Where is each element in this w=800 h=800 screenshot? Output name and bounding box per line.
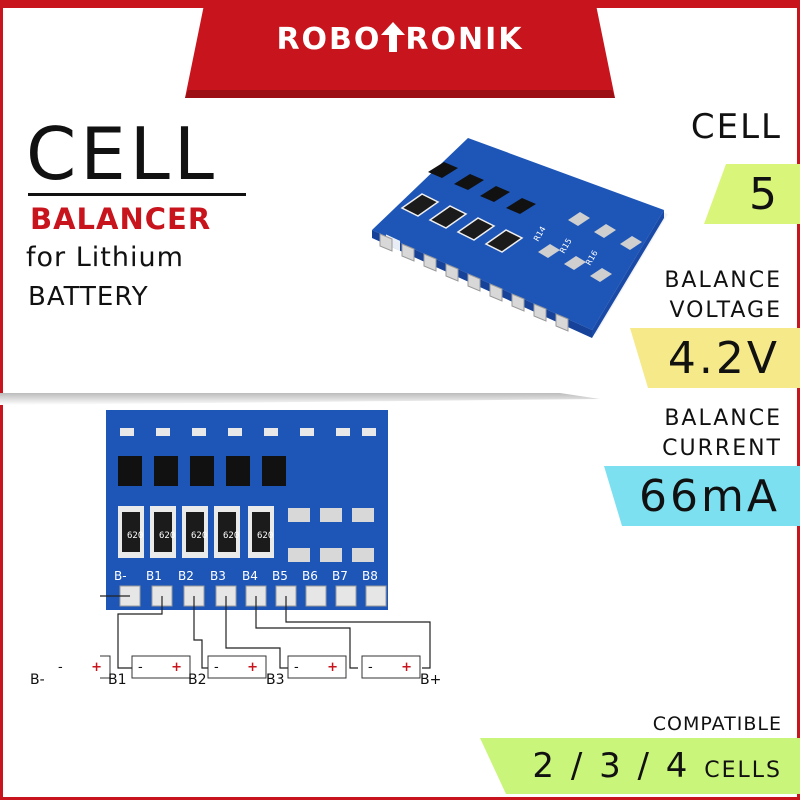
spec-cell-label: CELL bbox=[690, 107, 782, 147]
compatible-value: 2 / 3 / 4 CELLS bbox=[532, 746, 782, 786]
spec-voltage-label: BALANCE VOLTAGE bbox=[664, 266, 782, 326]
brand-left-text: ROBO bbox=[276, 22, 382, 57]
pad-label-b4: B4 bbox=[242, 569, 258, 583]
brand-banner: ROBO RONIK bbox=[0, 0, 800, 100]
resistor-code-4: 620 bbox=[223, 531, 239, 541]
pad-label-b3: B3 bbox=[210, 569, 226, 583]
spec-voltage-label-line2: VOLTAGE bbox=[669, 298, 782, 323]
pad-label-b2: B2 bbox=[178, 569, 194, 583]
compatible-cells-count: 2 / 3 / 4 bbox=[532, 746, 691, 786]
spec-cell-value: 5 bbox=[749, 169, 780, 220]
compatible-label: COMPATIBLE bbox=[652, 713, 782, 735]
pad-label-b6: B6 bbox=[302, 569, 318, 583]
pad-label-b7: B7 bbox=[332, 569, 348, 583]
spec-current-label: BALANCE CURRENT bbox=[662, 404, 782, 464]
pad-label-bminus: B- bbox=[114, 569, 127, 583]
title-underline bbox=[28, 193, 246, 196]
title-main: CELL bbox=[26, 112, 218, 196]
compatible-unit: CELLS bbox=[704, 758, 782, 783]
title-balancer: BALANCER bbox=[30, 202, 212, 236]
resistor-code-1: 620 bbox=[127, 531, 143, 541]
board-photo-top: R14 R15 R16 bbox=[372, 138, 668, 338]
title-battery: BATTERY bbox=[28, 282, 149, 312]
spec-voltage-label-line1: BALANCE bbox=[664, 268, 782, 293]
title-for-lithium: for Lithium bbox=[26, 242, 184, 273]
spec-voltage-box: 4.2V bbox=[630, 328, 800, 388]
pad-label-b8: B8 bbox=[362, 569, 378, 583]
brand-logo: ROBO RONIK bbox=[220, 22, 580, 57]
spec-current-label-line2: CURRENT bbox=[662, 436, 782, 461]
section-divider bbox=[0, 393, 600, 405]
spec-cell-box: 5 bbox=[704, 164, 800, 224]
pad-label-b1: B1 bbox=[146, 569, 162, 583]
pad-label-b5: B5 bbox=[272, 569, 288, 583]
resistor-code-3: 620 bbox=[191, 531, 207, 541]
spec-current-box: 66mA bbox=[604, 466, 800, 526]
compatible-box: 2 / 3 / 4 CELLS bbox=[480, 738, 800, 794]
spec-current-label-line1: BALANCE bbox=[664, 406, 782, 431]
resistor-code-5: 620 bbox=[257, 531, 273, 541]
spec-current-value: 66mA bbox=[639, 471, 780, 522]
up-arrow-icon bbox=[381, 22, 406, 52]
brand-right-text: RONIK bbox=[405, 22, 524, 57]
wiring-diagram: 620 620 620 620 620 B- B1 B2 B3 B4 B5 B6… bbox=[100, 410, 431, 679]
resistor-code-2: 620 bbox=[159, 531, 175, 541]
spec-voltage-value: 4.2V bbox=[667, 333, 780, 384]
